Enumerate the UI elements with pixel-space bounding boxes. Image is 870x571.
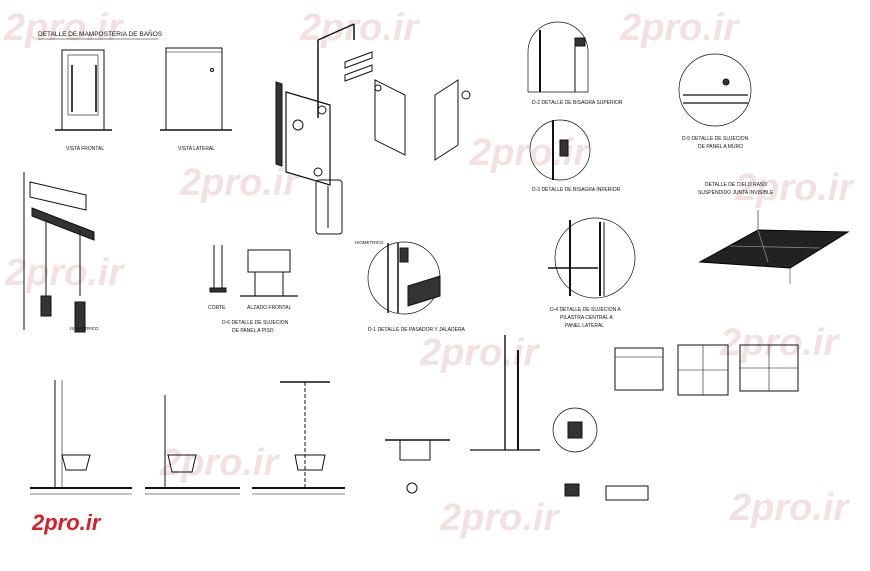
drain-details (385, 335, 540, 494)
label-d1: D-1 DETALLE DE PASADOR Y JALADERA (368, 327, 466, 333)
latch-detail: D-1 DETALLE DE PASADOR Y JALADERA (367, 241, 466, 333)
label-d4-b2: PANEL LATERAL (565, 323, 604, 329)
main-title: DETALLE DE MAMPOSTERIA DE BAÑOS (38, 29, 163, 38)
ceiling-detail: DETALLE DE CIELO RASO SUSPENDIDO JUNTA I… (698, 182, 850, 284)
watermark: 2pro.ir (3, 7, 124, 49)
label-d5-a: D-5 DETALLE DE SUJECION (682, 136, 749, 142)
sink-sections (30, 380, 345, 495)
label-vista-frontal: VISTA FRONTAL (66, 146, 104, 152)
watermark: 2pro.ir (619, 7, 740, 49)
watermark: 2pro.ir (469, 132, 590, 174)
watermark: 2pro.ir (719, 322, 840, 364)
label-d6-a: D-6 DETALLE DE SUJECION (222, 320, 289, 326)
label-corte: CORTE (208, 305, 226, 311)
elevation-details (552, 344, 799, 501)
watermark: 2pro.ir (4, 252, 125, 294)
watermark: 2pro.ir (729, 487, 850, 529)
label-alzado: ALZADO FRONTAL (247, 305, 292, 311)
pillar-detail: D-4 DETALLE DE SUJECION A PILASTRA CENTR… (548, 217, 636, 329)
label-cielo-a: DETALLE DE CIELO RASO (705, 182, 767, 188)
label-vista-lateral: VISTA LATERAL (178, 146, 215, 152)
label-cielo-b: SUSPENDIDO JUNTA INVISIBLE (698, 190, 774, 196)
isometric-panels: ISOMETRICO (275, 23, 471, 245)
watermark: 2pro.ir (439, 497, 560, 539)
watermark: 2pro.ir (734, 167, 855, 209)
isometric-fixtures: ISOMETRICO (23, 172, 99, 333)
watermark: 2pro.ir (419, 332, 540, 374)
watermark: 2pro.ir (299, 7, 420, 49)
detail-mamposteria: DETALLE DE MAMPOSTERIA DE BAÑOS VISTA FR… (38, 29, 232, 152)
floor-fixing-detail: CORTE ALZADO FRONTAL D-6 DETALLE DE SUJE… (208, 245, 298, 334)
label-isometrico-left: ISOMETRICO (70, 326, 99, 331)
label-isometrico-top: ISOMETRICO (355, 240, 384, 245)
label-d2: D-2 DETALLE DE BISAGRA SUPERIOR (532, 100, 623, 106)
watermark: 2pro.ir (159, 442, 280, 484)
site-logo: 2pro.ir (31, 510, 102, 535)
label-d5-b: DE PANEL A MURO (698, 144, 743, 150)
watermark: 2pro.ir (179, 162, 300, 204)
label-d4-a: D-4 DETALLE DE SUJECION A (550, 307, 621, 313)
label-d3: D-3 DETALLE DE BISAGRA INFERIOR (532, 187, 621, 193)
label-d6-b: DE PANEL A PISO (232, 328, 274, 334)
label-d4-b: PILASTRA CENTRAL A (560, 315, 614, 321)
watermark-layer: 2pro.ir 2pro.ir 2pro.ir 2pro.ir 2pro.ir … (3, 7, 855, 539)
hinge-details: D-2 DETALLE DE BISAGRA SUPERIOR D-3 DETA… (527, 21, 752, 193)
